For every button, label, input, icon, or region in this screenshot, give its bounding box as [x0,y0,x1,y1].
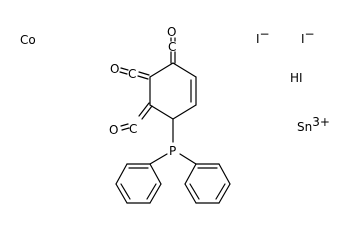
iodide-charge-1: − [260,27,270,41]
atom-o-top: O [167,25,176,39]
middle-carbonyl-group [119,67,150,80]
phosphorus-to-left-phenyl-bond [149,153,168,165]
right-phenyl-ring [184,163,231,204]
central-ring [149,62,197,120]
left-phenyl-double-3 [146,183,157,200]
left-phenyl-double-2 [120,183,131,200]
tin-label: Sn3+ [297,115,330,134]
right-phenyl-double-3 [189,183,200,200]
mid-cc-bond-b [137,75,149,80]
tin-symbol: Sn [297,120,312,134]
lower-carbonyl-group [120,102,153,131]
iodide-charge-2: − [305,27,315,41]
atom-c-low: C [129,122,137,136]
hydrogen-iodide-label: HI [290,71,303,85]
iodide-symbol-1: I [256,32,260,46]
ring-bond-6 [149,62,174,78]
mid-co-bond-b [119,71,128,75]
atom-phosphorus: P [169,144,176,158]
ring-bond-3 [172,104,197,120]
atom-o-low: O [109,123,118,137]
left-phenyl-ring [115,163,162,204]
chemical-structure-diagram: Co I− I− HI Sn3+ C O C O C O P [20,25,330,204]
low-co-bond-a [120,123,129,127]
atom-c-top: C [168,40,176,54]
top-carbonyl-group [170,37,176,64]
phosphorus-to-right-phenyl-bond [179,153,197,165]
iodide-symbol-2: I [301,32,305,46]
low-co-bond-b [121,127,130,131]
low-cc-bond-a [138,102,150,117]
iodide-label-1: I− [256,27,270,46]
atom-c-mid: C [128,67,136,81]
mid-co-bond-a [120,67,129,71]
cobalt-label: Co [20,33,36,47]
low-cc-bond-b [141,105,153,120]
mid-cc-bond-a [138,71,150,76]
ring-bond-4 [149,104,174,120]
right-phenyl-double-2 [215,183,226,200]
atom-o-mid: O [110,62,119,76]
tin-charge: 3+ [312,115,330,129]
ring-bond-1 [172,62,197,78]
iodide-label-2: I− [301,27,315,46]
